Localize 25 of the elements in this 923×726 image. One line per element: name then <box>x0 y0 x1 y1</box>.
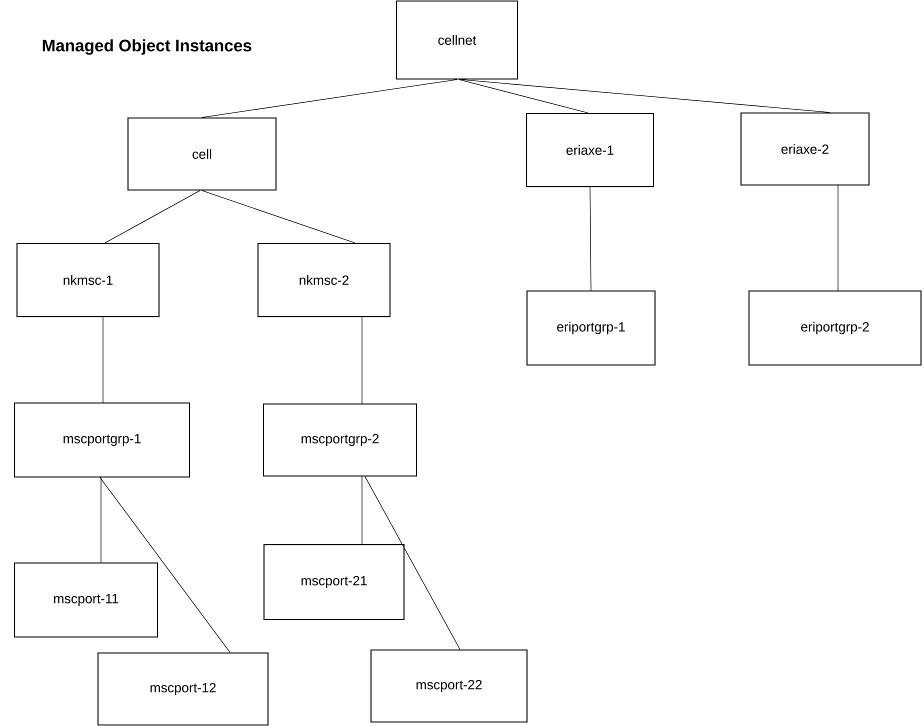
object-box: eriaxe-2 <box>740 112 870 186</box>
object-box: eriportgrp-1 <box>526 290 656 366</box>
object-box: mscport-22 <box>370 649 528 723</box>
connector-line <box>458 79 588 114</box>
object-box: nkmsc-1 <box>16 242 160 318</box>
connector-line <box>100 477 230 653</box>
object-box: mscport-21 <box>263 544 405 620</box>
object-box: eriaxe-1 <box>526 112 654 188</box>
connector-line <box>460 79 830 113</box>
connector-line <box>364 476 460 650</box>
object-box: mscport-11 <box>14 562 158 638</box>
object-box: cellnet <box>396 0 518 80</box>
connector-line <box>202 190 356 244</box>
object-box: cell <box>127 117 277 191</box>
connector-line <box>590 186 592 291</box>
object-box: mscportgrp-2 <box>262 403 418 477</box>
connector-line <box>102 316 104 403</box>
title: Managed Object Instances <box>42 39 252 55</box>
connector-line <box>202 79 458 118</box>
connector-line <box>104 190 200 244</box>
object-box: mscportgrp-1 <box>14 402 190 478</box>
object-box: eriportgrp-2 <box>748 290 922 366</box>
connector-line <box>100 477 102 563</box>
object-box: nkmsc-2 <box>257 242 391 318</box>
object-box: mscport-12 <box>97 652 269 726</box>
